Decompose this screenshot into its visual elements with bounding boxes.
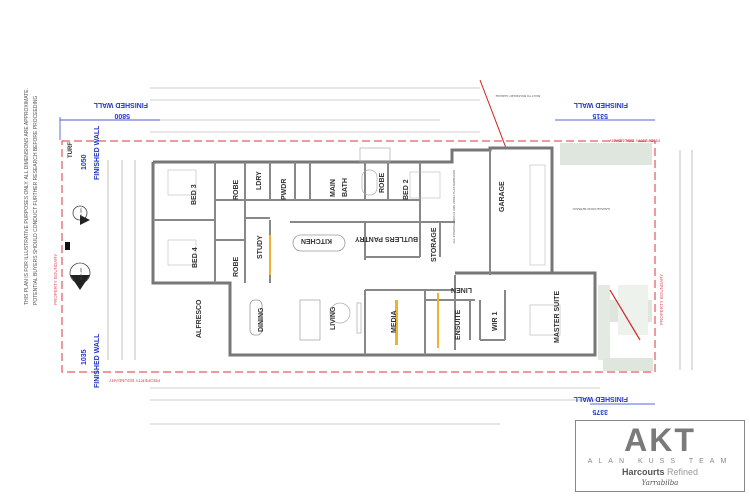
turf-label: TURF [68, 142, 74, 158]
tank-marker [80, 215, 90, 225]
rainwater-tanks: 4 UA 400 UA 300 [65, 205, 91, 290]
room-dining: DINING [258, 307, 265, 332]
setback-labels: FINISHED WALL 5800 FINISHED WALL 5315 FI… [81, 101, 628, 415]
garage-bench [529, 164, 546, 266]
ensuite-marker [437, 293, 439, 348]
room-living: LIVING [330, 306, 337, 330]
logo-office: Yarrabilba [641, 479, 679, 487]
bed-4-bed [167, 239, 197, 266]
setback-value: 1050 [81, 154, 88, 170]
room-butlers-pantry: BUTLERS PANTRY [355, 235, 418, 242]
sofa [299, 299, 321, 341]
setback-label: FINISHED WALL [94, 125, 101, 180]
room-wir-1: WIR 1 [492, 311, 499, 331]
property-boundary-line [61, 140, 656, 373]
garage-door-setback-label: GARAGE DOOR SETBACK [572, 207, 610, 211]
setback-label: FINISHED WALL [573, 395, 628, 402]
room-robe: ROBE [233, 179, 240, 200]
garden-strip [598, 285, 610, 360]
logo-brand-light: Refined [667, 467, 699, 477]
internal-walls-note: ALL INTERNAL WALLS ARE 2400H PLASTERBOAR… [452, 169, 456, 243]
room-laundry: LDRY [256, 171, 263, 190]
disclaimer-line-1: THIS PLAN IS FOR ILLUSTRATIVE PURPOSES O… [24, 88, 30, 305]
property-boundary-label: PROPERTY BOUNDARY [109, 378, 160, 383]
property-boundary-label: PROPERTY BOUNDARY [53, 254, 58, 305]
setback-value: 5315 [592, 112, 608, 119]
bed-2-bed [409, 171, 441, 199]
setback-label: FINISHED WALL [93, 101, 148, 108]
shower [359, 147, 391, 163]
room-master-suite: MASTER SUITE [554, 291, 561, 343]
master-bed [529, 304, 561, 336]
setback-value: 1035 [81, 349, 88, 365]
room-labels: BED 3 BED 4 ROBE ROBE LDRY STUDY PWDR MA… [191, 171, 561, 343]
room-main-bath-line1: MAIN [330, 179, 337, 197]
garden-bed-bottom [603, 358, 653, 371]
kitchen-island [292, 234, 346, 252]
room-ensuite: ENSUITE [455, 309, 462, 340]
property-boundary-label: PROPERTY BOUNDARY [609, 138, 660, 143]
bed-3-bed [167, 169, 197, 196]
study-marker [269, 235, 271, 275]
tank-label: 4 UA 400 [79, 267, 83, 280]
logo-mark: AKT [624, 422, 696, 458]
house-walls [151, 146, 597, 357]
fixtures [167, 147, 561, 348]
tv-unit [356, 302, 362, 334]
room-media: MEDIA [391, 310, 398, 333]
stair-marker [395, 300, 398, 345]
rug [329, 302, 351, 324]
logo-team-name: ALAN KUSS TEAM [587, 458, 733, 465]
garage-boundary-label: BUILT TO BOUNDARY GARAGE [495, 94, 540, 98]
room-robe: ROBE [233, 256, 240, 277]
garden-planter [618, 285, 648, 335]
dimension-lines [59, 87, 693, 425]
room-bed-3: BED 3 [191, 184, 198, 205]
room-study: STUDY [257, 235, 264, 259]
annotation-arrow [479, 79, 507, 149]
dining-table [249, 299, 263, 336]
room-storage: STORAGE [431, 227, 438, 262]
room-main-bath-line2: BATH [342, 178, 349, 197]
bath-tub [361, 169, 378, 196]
garden-bed-top [560, 143, 652, 165]
setback-value: 3375 [592, 408, 608, 415]
annotation-arrow [609, 289, 641, 341]
room-bed-4: BED 4 [192, 247, 199, 268]
agency-logo: AKT ALAN KUSS TEAM Harcourts Refined Yar… [575, 420, 745, 492]
tank-label: UA 300 [79, 208, 83, 218]
disclaimer-line-2: POTENTIAL BUYERS SHOULD CONDUCT FURTHER … [33, 96, 39, 305]
setback-value: 5800 [114, 112, 130, 119]
room-kitchen: KITCHEN [301, 237, 332, 244]
meter-box [65, 242, 70, 250]
room-robe: ROBE [379, 172, 386, 193]
setback-label: FINISHED WALL [94, 333, 101, 388]
room-garage: GARAGE [499, 181, 506, 212]
tank-marker [70, 275, 90, 290]
logo-brand-bold: Harcourts [621, 467, 665, 477]
setback-label: FINISHED WALL [573, 101, 628, 108]
room-powder: PWDR [281, 179, 288, 200]
room-bed-2: BED 2 [403, 179, 410, 200]
property-boundary-label: PROPERTY BOUNDARY [659, 274, 664, 325]
logo-brand: Harcourts Refined [576, 467, 744, 478]
room-linen: LINEN [451, 286, 472, 293]
room-alfresco: ALFRESCO [196, 299, 203, 338]
